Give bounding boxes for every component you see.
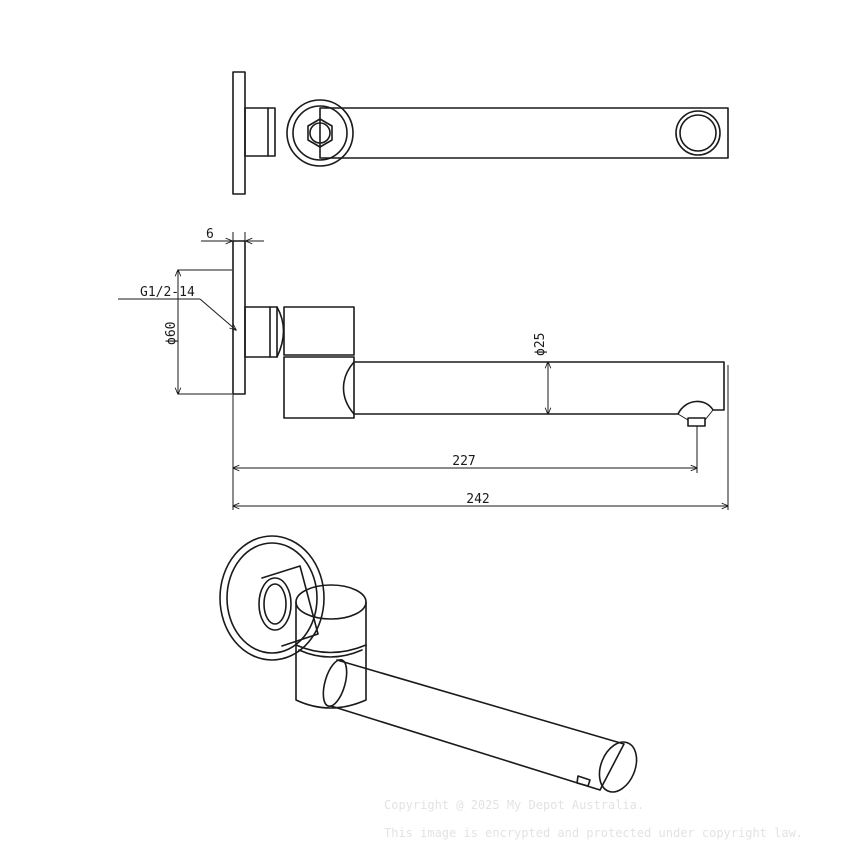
watermark-protection: This image is encrypted and protected un… bbox=[384, 826, 804, 840]
side-view bbox=[232, 240, 725, 427]
side-view-aerator bbox=[687, 417, 706, 427]
thread-label: G1/2-14 bbox=[140, 285, 195, 300]
overall-length-label: 242 bbox=[466, 492, 489, 507]
iso-swivel-top bbox=[295, 584, 367, 620]
outlet-length-label: 227 bbox=[452, 454, 475, 469]
top-view-connector bbox=[244, 107, 276, 157]
dimensions: 6 G1/2-14 ϕ60 ϕ25 227 242 bbox=[118, 227, 728, 510]
top-view-wall-plate bbox=[232, 71, 246, 195]
top-view-spout-arm bbox=[319, 107, 729, 159]
iso-spout-outlet bbox=[598, 741, 638, 793]
isometric-view bbox=[219, 535, 638, 793]
iso-spout bbox=[330, 659, 625, 791]
iso-swivel-body bbox=[295, 601, 367, 709]
side-view-lower-body bbox=[283, 356, 355, 419]
top-view-swivel-body bbox=[286, 99, 354, 167]
flange-thickness-label: 6 bbox=[206, 227, 214, 242]
iso-wall-flange bbox=[219, 535, 325, 661]
flange-diameter-label: ϕ60 bbox=[164, 322, 179, 345]
side-view-wall-plate bbox=[232, 240, 246, 395]
iso-connector bbox=[258, 577, 292, 631]
side-view-upper-body bbox=[283, 306, 355, 356]
watermark-copyright: Copyright @ 2025 My Depot Australia. bbox=[384, 798, 645, 812]
top-view bbox=[232, 71, 729, 195]
side-view-connector bbox=[244, 306, 278, 358]
side-view-spout bbox=[353, 361, 725, 415]
top-view-outlet bbox=[675, 110, 721, 156]
hex-socket-icon bbox=[307, 118, 333, 148]
iso-aerator bbox=[576, 775, 591, 787]
spout-diameter-label: ϕ25 bbox=[533, 333, 548, 356]
